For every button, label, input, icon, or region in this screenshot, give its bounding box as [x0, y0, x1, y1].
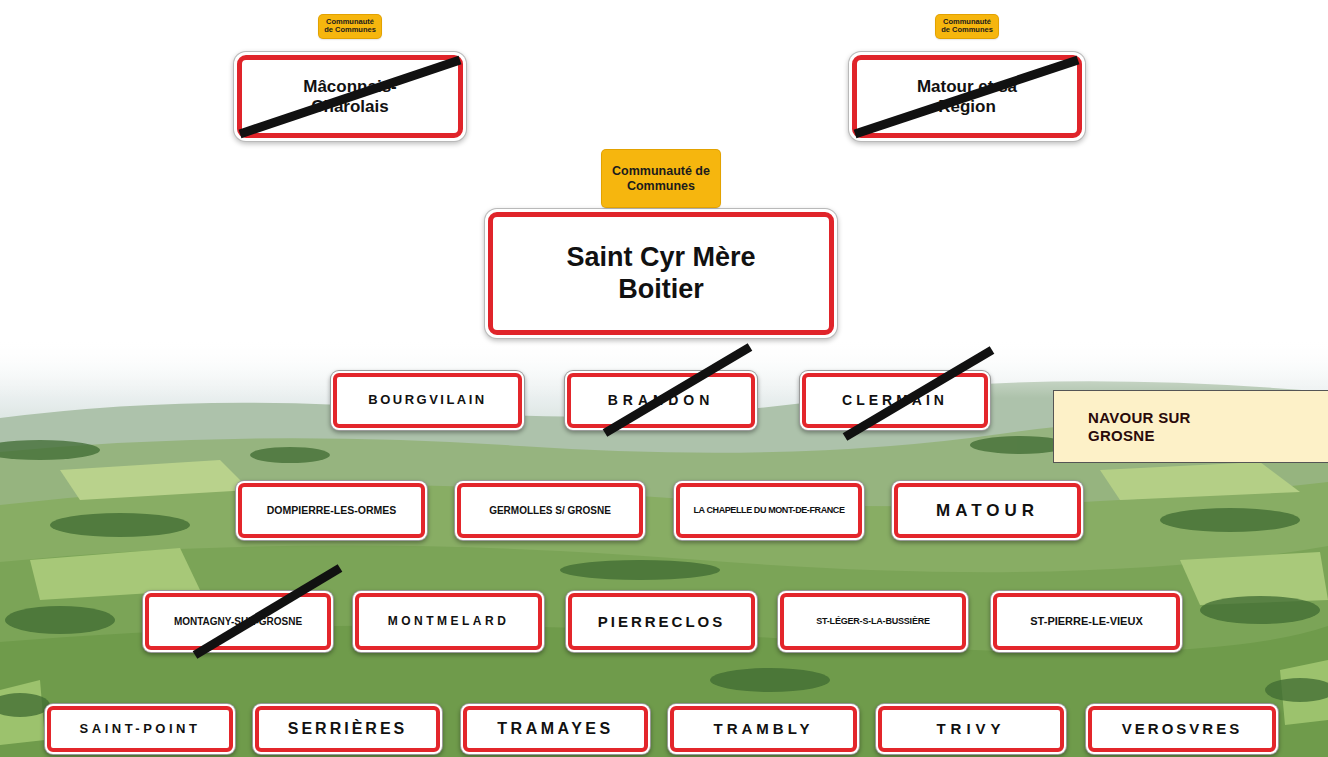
- strike-line: [195, 568, 340, 655]
- sign-frame: ST-PIERRE-LE-VIEUX: [993, 593, 1180, 650]
- sign-name: PIERRECLOS: [598, 613, 726, 630]
- sign-frame: TRAMAYES: [463, 706, 648, 752]
- commune-sign: VEROSVRES: [1088, 706, 1276, 752]
- sign-frame: Saint Cyr Mère Boitier: [488, 212, 834, 335]
- wood: [50, 513, 190, 537]
- hill: [0, 420, 1328, 757]
- commune-sign: ST-PIERRE-LE-VIEUX: [993, 593, 1180, 650]
- commune-sign: Communauté de CommunesSaint Cyr Mère Boi…: [488, 212, 834, 335]
- sign-name: BOURGVILAIN: [368, 393, 487, 408]
- hill: [0, 482, 1328, 757]
- sign-frame: Mâconnais-Charolais: [237, 55, 463, 138]
- sign-frame: GERMOLLES S/ GROSNE: [457, 483, 643, 538]
- commune-sign: SERRIÈRES: [255, 706, 440, 752]
- sign-name: CLERMAIN: [842, 392, 948, 408]
- sign-frame: ST-LÉGER-S-LA-BUSSIÈRE: [780, 593, 966, 650]
- wood: [1265, 678, 1328, 702]
- commune-sign: CLERMAIN: [802, 373, 988, 428]
- sign-name: SERRIÈRES: [288, 720, 407, 738]
- hill: [0, 545, 1328, 757]
- commune-sign: SAINT-POINT: [47, 706, 233, 752]
- wood: [250, 447, 330, 463]
- sign-name: Matour et sa Région: [905, 77, 1030, 116]
- community-badge: Communauté de Communes: [936, 15, 998, 38]
- sign-frame: TRIVY: [878, 706, 1064, 752]
- sign-name: Mâconnais-Charolais: [275, 77, 425, 116]
- wood: [710, 668, 830, 692]
- sign-name: TRAMAYES: [497, 720, 613, 738]
- note-box: NAVOUR SUR GROSNE: [1053, 390, 1328, 463]
- woods: [0, 436, 1328, 717]
- wood: [1160, 508, 1300, 532]
- sign-name: MONTAGNY-SUR-GROSNE: [174, 616, 302, 628]
- field: [1100, 462, 1300, 500]
- sign-name: MATOUR: [936, 501, 1039, 521]
- commune-sign: PIERRECLOS: [568, 593, 755, 650]
- sign-name: BRANDON: [608, 392, 715, 408]
- wood: [0, 440, 100, 460]
- sign-frame: BOURGVILAIN: [333, 373, 522, 428]
- strike-line: [605, 347, 750, 433]
- note-text: NAVOUR SUR GROSNE: [1088, 409, 1200, 444]
- sign-frame: LA CHAPELLE DU MONT-DE-FRANCE: [676, 483, 862, 538]
- commune-sign: BRANDON: [567, 373, 755, 428]
- commune-sign: TRIVY: [878, 706, 1064, 752]
- sign-name: TRIVY: [936, 720, 1005, 737]
- commune-sign: ST-LÉGER-S-LA-BUSSIÈRE: [780, 593, 966, 650]
- sign-name: ST-LÉGER-S-LA-BUSSIÈRE: [816, 616, 930, 626]
- community-badge: Communauté de Communes: [602, 150, 720, 207]
- sign-name: DOMPIERRE-LES-ORMES: [267, 504, 397, 516]
- field: [60, 460, 250, 500]
- strike-line: [855, 60, 1078, 134]
- community-badge: Communauté de Communes: [319, 15, 381, 38]
- commune-sign: GERMOLLES S/ GROSNE: [457, 483, 643, 538]
- commune-sign: MATOUR: [894, 483, 1081, 538]
- sign-frame: SAINT-POINT: [47, 706, 233, 752]
- strike-line: [845, 350, 992, 437]
- wood: [1200, 596, 1320, 624]
- sign-frame: PIERRECLOS: [568, 593, 755, 650]
- sign-name: VEROSVRES: [1122, 720, 1242, 737]
- sign-frame: MATOUR: [894, 483, 1081, 538]
- sign-frame: MONTMELARD: [355, 593, 542, 650]
- sign-frame: CLERMAIN: [802, 373, 988, 428]
- strike-line: [240, 60, 460, 134]
- hills: [0, 340, 1328, 757]
- commune-sign: MONTAGNY-SUR-GROSNE: [145, 593, 331, 650]
- sign-name: MONTMELARD: [388, 615, 510, 629]
- sign-name: GERMOLLES S/ GROSNE: [489, 505, 611, 517]
- commune-sign: TRAMBLY: [670, 706, 857, 752]
- sign-frame: MONTAGNY-SUR-GROSNE: [145, 593, 331, 650]
- far-hill: [0, 381, 1328, 757]
- sign-frame: Matour et sa Région: [852, 55, 1082, 138]
- sign-name: TRAMBLY: [714, 720, 814, 737]
- sign-name: ST-PIERRE-LE-VIEUX: [1030, 615, 1142, 628]
- sign-name: LA CHAPELLE DU MONT-DE-FRANCE: [693, 505, 844, 515]
- wood: [5, 606, 115, 634]
- sign-frame: BRANDON: [567, 373, 755, 428]
- wood: [560, 560, 720, 580]
- sign-name: SAINT-POINT: [80, 722, 201, 737]
- sign-frame: SERRIÈRES: [255, 706, 440, 752]
- commune-sign: Communauté de CommunesMâconnais-Charolai…: [237, 55, 463, 138]
- wood: [0, 693, 50, 717]
- commune-sign: MONTMELARD: [355, 593, 542, 650]
- sign-frame: TRAMBLY: [670, 706, 857, 752]
- commune-sign: DOMPIERRE-LES-ORMES: [238, 483, 425, 538]
- commune-sign: LA CHAPELLE DU MONT-DE-FRANCE: [676, 483, 862, 538]
- sign-frame: VEROSVRES: [1088, 706, 1276, 752]
- commune-sign: TRAMAYES: [463, 706, 648, 752]
- sign-frame: DOMPIERRE-LES-ORMES: [238, 483, 425, 538]
- fields: [0, 460, 1328, 745]
- commune-sign: Communauté de CommunesMatour et sa Régio…: [852, 55, 1082, 138]
- note-frame: NAVOUR SUR GROSNE: [1053, 390, 1328, 463]
- commune-sign: BOURGVILAIN: [333, 373, 522, 428]
- sign-name: Saint Cyr Mère Boitier: [561, 242, 761, 304]
